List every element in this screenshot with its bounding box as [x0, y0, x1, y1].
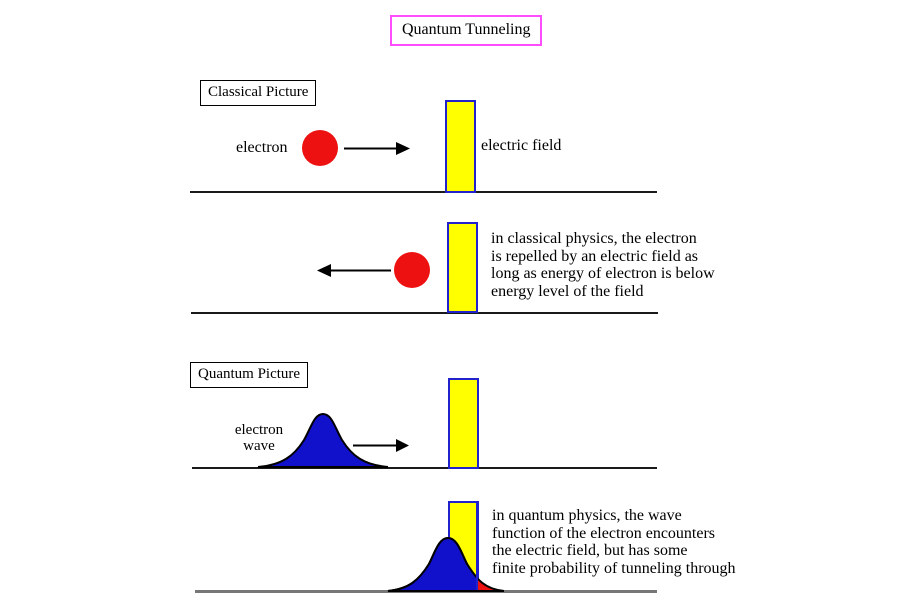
quantum-picture-label: Quantum Picture: [190, 362, 309, 388]
quantum-picture-heading: Quantum Picture: [198, 366, 301, 382]
classical-caption: in classical physics, the electron is re…: [491, 230, 715, 300]
electric-field-barrier: [448, 378, 479, 469]
ground-line: [191, 312, 658, 314]
diagram-title: Quantum Tunneling: [402, 21, 531, 38]
arrow-tip: [396, 142, 410, 155]
electric-field-barrier: [447, 222, 478, 313]
classical-picture-label: Classical Picture: [200, 80, 317, 106]
arrow-right-icon: [344, 142, 410, 155]
electric-field-label: electric field: [481, 137, 562, 154]
barrier-border-overlay: [476, 501, 478, 590]
electron-wave-packet: [257, 412, 389, 468]
electron-particle-reflected: [394, 252, 430, 288]
electron-wave-label: electron wave: [234, 422, 284, 454]
arrow-left-icon: [317, 264, 391, 277]
wave-bell-shape: [257, 412, 389, 468]
arrow-tip: [396, 439, 409, 452]
electric-field-barrier: [445, 100, 476, 193]
wave-bell-shape: [387, 536, 478, 592]
electron-label: electron: [236, 139, 288, 156]
ground-line: [190, 191, 657, 193]
electron-particle: [302, 130, 338, 166]
arrow-tip: [317, 264, 331, 277]
title-box: Quantum Tunneling: [390, 15, 543, 46]
ground-line: [192, 467, 657, 469]
quantum-caption: in quantum physics, the wave function of…: [492, 507, 736, 577]
tunneling-wave-packet: [387, 536, 505, 592]
arrow-right-icon: [353, 439, 409, 452]
classical-picture-heading: Classical Picture: [208, 84, 309, 100]
